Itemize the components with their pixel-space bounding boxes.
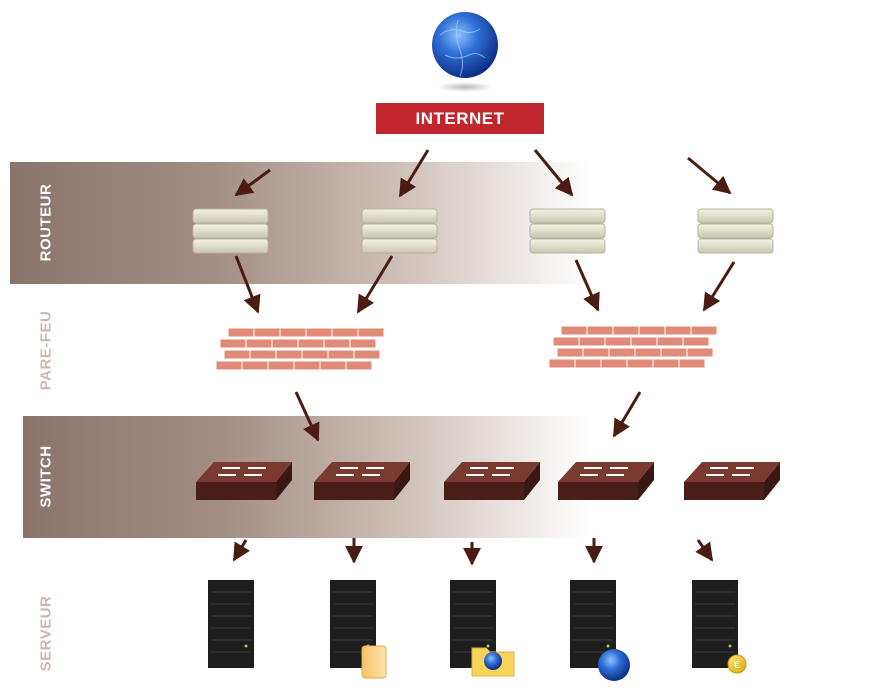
firewall-to-switch-arrows bbox=[294, 391, 642, 442]
server-2 bbox=[330, 580, 376, 668]
switch-2 bbox=[314, 462, 410, 500]
server-1 bbox=[208, 580, 254, 668]
router-2 bbox=[361, 208, 438, 254]
internet-globe-icon bbox=[432, 12, 498, 92]
router-3 bbox=[529, 208, 606, 254]
firewall-2 bbox=[548, 325, 718, 369]
switch-1 bbox=[196, 462, 292, 500]
euro-coin-icon: € bbox=[727, 654, 747, 674]
switch-5 bbox=[684, 462, 780, 500]
globe-icon bbox=[598, 649, 630, 681]
switch-4 bbox=[558, 462, 654, 500]
router-1 bbox=[192, 208, 269, 254]
svg-text:€: € bbox=[734, 660, 740, 671]
switch-to-server-arrows bbox=[232, 538, 714, 566]
firewall-1 bbox=[215, 327, 385, 371]
router-to-firewall-arrows bbox=[234, 255, 736, 314]
router-layer-band bbox=[10, 162, 590, 284]
document-icon bbox=[361, 645, 387, 679]
internet-to-router-arrows bbox=[234, 149, 732, 198]
switch-3 bbox=[444, 462, 540, 500]
folder-globe-icon bbox=[471, 647, 515, 677]
router-4 bbox=[697, 208, 774, 254]
server-5 bbox=[692, 580, 738, 668]
internet-label: INTERNET bbox=[376, 103, 544, 134]
